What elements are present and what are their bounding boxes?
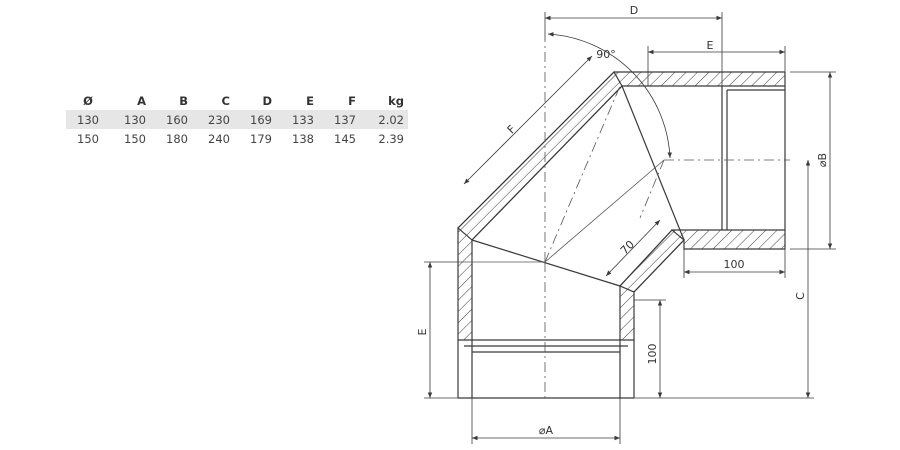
cell-c: 240 [208, 131, 230, 146]
cell-kg: 2.39 [378, 131, 404, 146]
header-kg: kg [388, 94, 404, 108]
label-70: 70 [618, 238, 637, 257]
label-f: F [505, 123, 519, 137]
cell-e: 133 [278, 110, 320, 129]
cell-kg: 2.02 [362, 110, 408, 129]
table-header-row: Ø A B C D E F kg [66, 92, 408, 110]
cell-e: 138 [292, 131, 314, 146]
cell-b: 160 [152, 110, 194, 129]
cell-f: 137 [320, 110, 362, 129]
cell-d: 169 [236, 110, 278, 129]
header-d: D [262, 94, 272, 108]
header-f: F [348, 94, 356, 108]
table-row: 150 150 180 240 179 138 145 2.39 [66, 129, 408, 148]
dimension-lines [424, 12, 836, 444]
header-e: E [306, 94, 314, 108]
label-diameter-a: ⌀A [539, 424, 554, 437]
header-a: A [137, 94, 146, 108]
label-100-horizontal: 100 [724, 258, 745, 271]
label-angle: 90° [596, 48, 616, 61]
label-100-vertical: 100 [646, 344, 659, 365]
pipe-wall-hatching [457, 71, 786, 341]
header-c: C [221, 94, 230, 108]
cell-d: 179 [250, 131, 272, 146]
cell-f: 145 [334, 131, 356, 146]
header-b: B [179, 94, 188, 108]
label-c: C [794, 292, 807, 300]
cell-diameter: 130 [66, 110, 110, 129]
label-d: D [630, 4, 638, 17]
header-diameter: Ø [83, 94, 93, 108]
cell-b: 180 [166, 131, 188, 146]
label-e-top: E [707, 39, 714, 52]
label-diameter-b: ⌀B [816, 153, 829, 167]
cell-diameter: 150 [77, 131, 99, 146]
label-e-left: E [416, 328, 429, 335]
construction-lines [458, 40, 790, 398]
cell-c: 230 [194, 110, 236, 129]
cell-a: 150 [124, 131, 146, 146]
dimension-table: Ø A B C D E F kg 130 130 160 230 169 133… [66, 92, 408, 148]
table-row: 130 130 160 230 169 133 137 2.02 [66, 110, 408, 129]
cell-a: 130 [110, 110, 152, 129]
